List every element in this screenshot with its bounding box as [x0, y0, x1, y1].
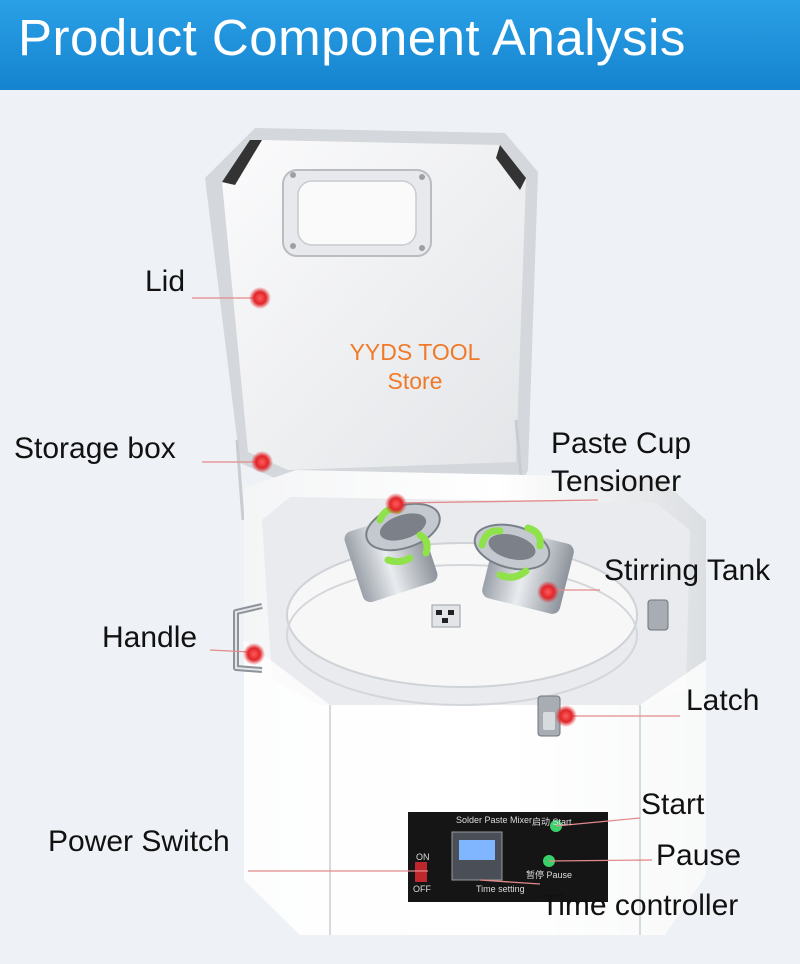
marker-stirring-tank [537, 581, 559, 603]
label-start: Start [641, 788, 705, 821]
label-lid: Lid [145, 265, 186, 298]
panel-pause: 暂停 Pause [526, 870, 573, 880]
store-line-1: YYDS TOOL [349, 339, 481, 365]
label-handle: Handle [102, 621, 198, 654]
panel-timer: Time setting [476, 884, 525, 894]
control-panel [408, 812, 608, 902]
store-line-2: Store [387, 367, 443, 394]
label-time-controller: Time controller [541, 889, 739, 922]
power-switch-toggle[interactable] [415, 862, 427, 882]
panel-brand: Solder Paste Mixer [456, 815, 533, 825]
handle-bar[interactable] [233, 603, 263, 673]
label-stirring-tank: Stirring Tank [604, 554, 771, 587]
label-pause: Pause [656, 839, 742, 872]
leader-lines [192, 297, 680, 885]
store-watermark: YYDS TOOL Store [330, 338, 500, 396]
panel-on: ON [416, 852, 430, 862]
marker-lid [249, 287, 271, 309]
marker-handle [243, 643, 265, 665]
markers [243, 287, 577, 727]
panel-start: 启动 Start [532, 817, 572, 827]
label-tensioner-line-2: Tensioner [551, 464, 682, 498]
label-power-switch: Power Switch [48, 825, 230, 858]
label-latch: Latch [686, 684, 760, 717]
panel-off: OFF [413, 884, 431, 894]
label-storage-box: Storage box [14, 432, 176, 465]
label-paste-cup-tensioner: Paste Cup Tensioner [551, 425, 691, 500]
page-title: Product Component Analysis [18, 9, 686, 66]
marker-storage-box [251, 451, 273, 473]
marker-tensioner [385, 493, 407, 515]
lid-panel[interactable] [205, 128, 538, 487]
stirring-tank-left [344, 502, 441, 603]
title-banner: Product Component Analysis [0, 0, 800, 90]
label-tensioner-line-1: Paste Cup [551, 427, 692, 460]
marker-latch [555, 705, 577, 727]
